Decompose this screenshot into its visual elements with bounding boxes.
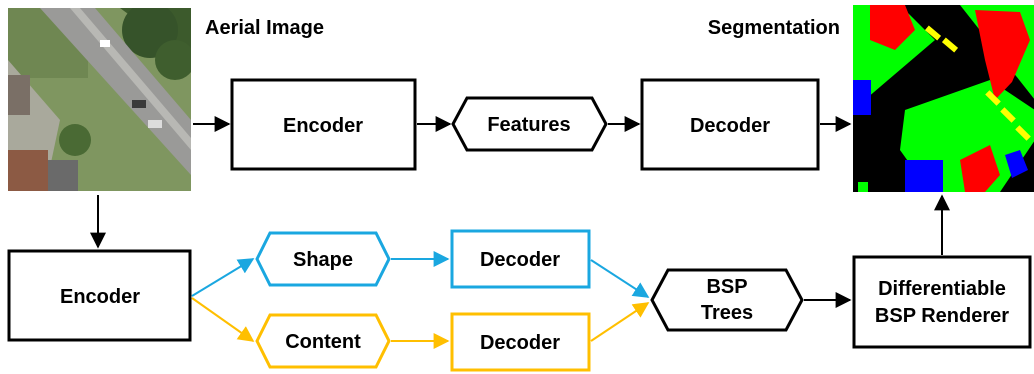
arrow-shape-decoder-to-bsp [590,259,650,298]
shape-decoder-box [450,229,591,289]
shape-node [255,231,391,287]
arrow-encoder-to-content [191,297,255,342]
content-node [255,313,391,369]
top-decoder-label: Decoder [690,115,770,137]
aerial-image-title: Aerial Image [205,17,324,39]
renderer-label-line1: Differentiable [878,278,1006,300]
shape-decoder-label: Decoder [480,249,560,271]
aerial-image [8,8,191,191]
segmentation-title: Segmentation [708,17,840,39]
content-decoder-label: Decoder [480,332,560,354]
shape-label: Shape [293,249,353,271]
renderer-label-line2: BSP Renderer [875,305,1009,327]
features-label: Features [487,114,570,136]
renderer-box [852,255,1032,349]
top-encoder-box [230,78,417,171]
top-decoder-box [640,78,820,171]
bsp-trees-node [650,268,804,332]
segmentation-map [853,5,1034,192]
arrow-content-decoder-to-bsp [590,302,650,342]
bsp-trees-label-line1: BSP [706,276,747,298]
features-node [451,96,608,152]
content-decoder-box [450,312,591,372]
bottom-encoder-label: Encoder [60,286,140,308]
bottom-encoder-box [7,249,192,342]
content-label: Content [285,331,361,353]
arrow-encoder-to-shape [191,258,255,297]
bsp-trees-label-line2: Trees [701,302,753,324]
top-encoder-label: Encoder [283,115,363,137]
